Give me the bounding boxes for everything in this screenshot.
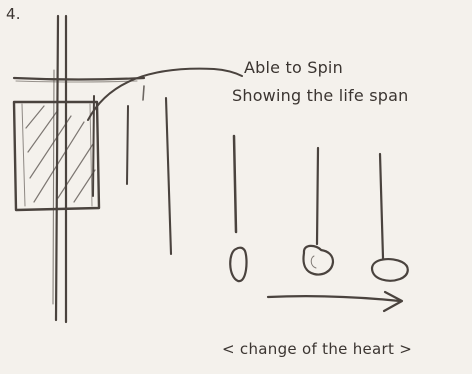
spinning-frame-inner-line [89,103,93,207]
heart-pendant-medium [302,244,335,276]
vertical-rod [164,96,173,256]
hanging-thread [378,152,385,260]
progress-arrow-head [382,290,404,313]
heart-pendant-inner [310,255,317,269]
sketch-number: 4. [6,5,21,23]
hatching-line [57,143,94,199]
hatching-line [29,115,72,179]
hatching-line [33,121,85,203]
progress-arrow-shaft [266,295,402,303]
hatching-line [73,169,96,203]
spinning-frame-inner-line [21,103,26,207]
caption-text: < change of the heart > [222,340,413,358]
spinning-frame-outline [12,100,101,212]
vertical-rod [142,85,145,101]
horizontal-bar [12,76,146,81]
heart-pendant-large [370,257,409,282]
hanging-thread [315,146,320,246]
hatching-line [25,105,45,129]
annotation-leader-line [87,67,243,121]
annotation-line-2: Showing the life span [232,86,409,105]
heart-pendant-small [229,246,248,283]
annotation-line-1: Able to Spin [244,58,343,77]
main-post-left-edge [54,14,60,322]
horizontal-bar-underline [15,80,138,83]
hatching-line [27,109,59,153]
vertical-rod [126,105,129,185]
vertical-rod [92,95,95,197]
hanging-thread [232,134,238,234]
main-post-inner-edge [52,69,55,305]
